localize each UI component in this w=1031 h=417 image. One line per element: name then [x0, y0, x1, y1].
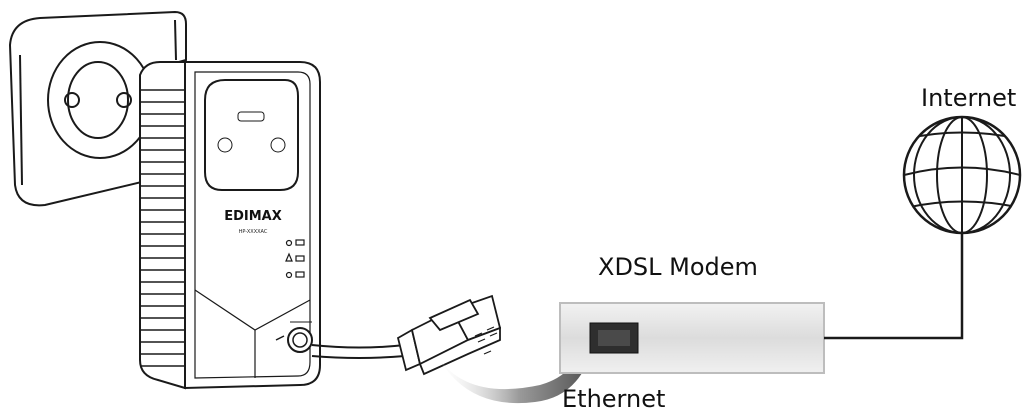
- ethernet-cable: [311, 344, 406, 359]
- internet-connection-line: [824, 233, 964, 340]
- internet-label: Internet: [921, 84, 1017, 112]
- wall-outlet-icon: [8, 10, 187, 207]
- device-brand: EDIMAX: [224, 209, 282, 224]
- modem-label: XDSL Modem: [598, 253, 758, 281]
- curved-arrow-icon: [440, 330, 598, 404]
- device-model: HP-XXXXAC: [239, 229, 268, 235]
- ethernet-label: Ethernet: [562, 385, 666, 413]
- globe-icon: [902, 115, 1022, 235]
- rj45-plug-icon: [396, 294, 502, 376]
- powerline-adapter-icon: [139, 61, 321, 390]
- modem-icon: [559, 302, 825, 374]
